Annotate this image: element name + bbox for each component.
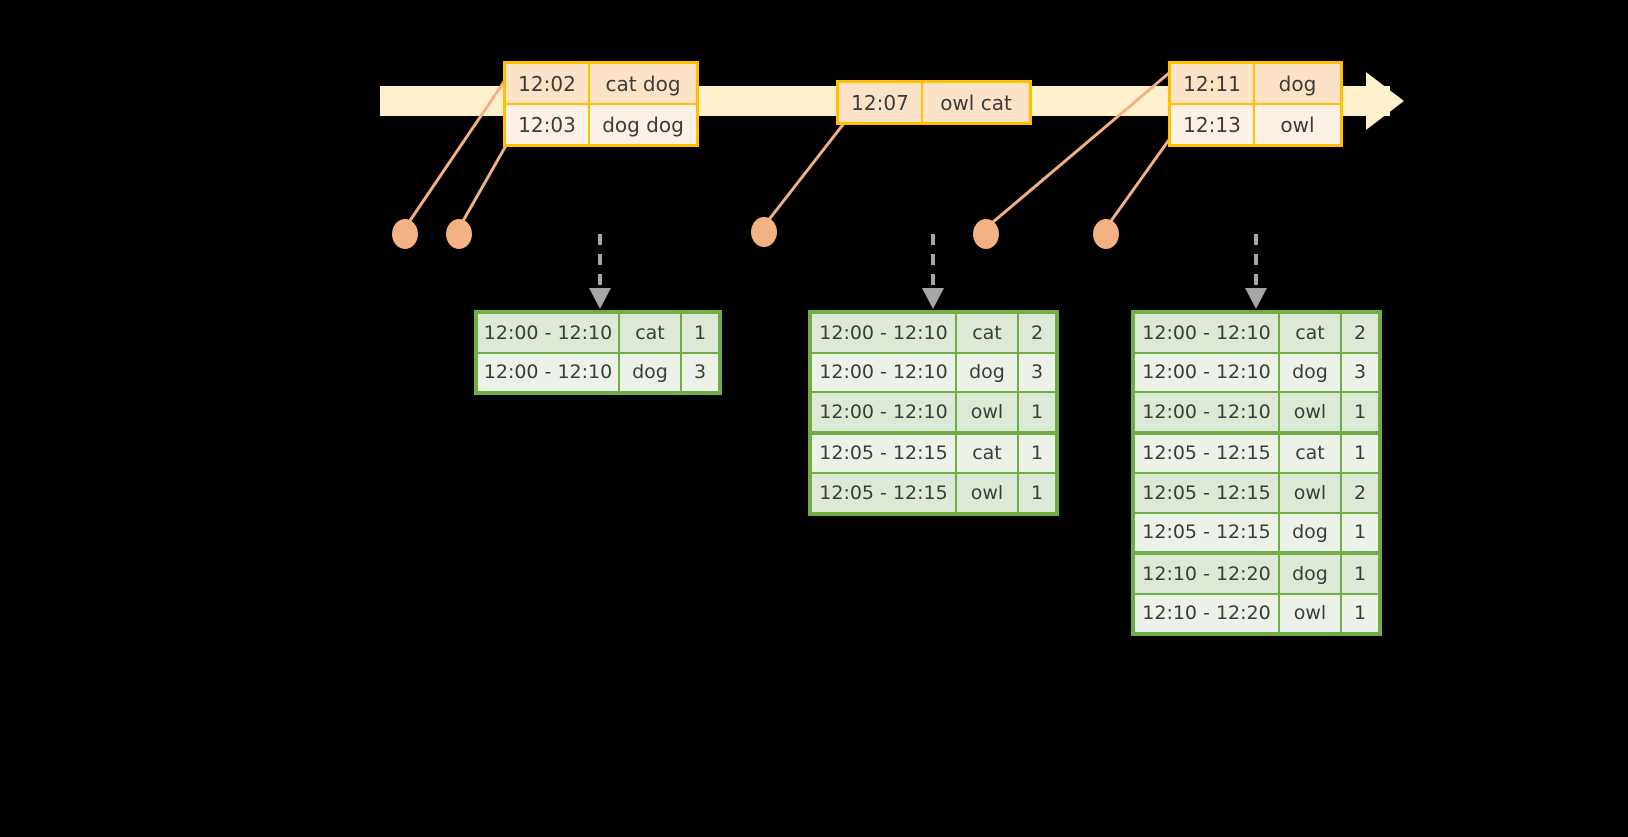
key-cell: cat (957, 314, 1019, 352)
key-cell: dog (1280, 353, 1342, 391)
event-words: dog dog (590, 105, 696, 144)
count-cell: 1 (1019, 393, 1055, 431)
key-cell: dog (1280, 513, 1342, 551)
connector-line-12-13 (1104, 129, 1178, 229)
key-cell: cat (620, 314, 682, 352)
count-cell: 1 (1342, 594, 1378, 632)
window-cell: 12:10 - 12:20 (1135, 594, 1280, 632)
event-box-3[interactable]: 12:11 dog 12:13 owl (1168, 61, 1343, 147)
event-time: 12:11 (1171, 64, 1255, 103)
count-cell: 3 (1019, 353, 1055, 391)
count-cell: 1 (1342, 555, 1378, 593)
flow-arrow-head-1 (589, 288, 611, 309)
key-cell: dog (620, 353, 682, 391)
dot-event-12-03 (446, 219, 472, 249)
key-cell: cat (957, 434, 1019, 472)
event-row: 12:11 dog (1171, 64, 1340, 103)
count-cell: 2 (1342, 314, 1378, 352)
event-words: owl (1255, 105, 1340, 144)
key-cell: cat (1280, 314, 1342, 352)
event-time: 12:07 (839, 83, 923, 122)
window-cell: 12:05 - 12:15 (1135, 434, 1280, 472)
key-cell: owl (1280, 393, 1342, 431)
key-cell: owl (1280, 594, 1342, 632)
timeline-arrow-head (1366, 72, 1404, 130)
key-cell: dog (957, 353, 1019, 391)
count-cell: 2 (1019, 314, 1055, 352)
dot-event-12-07 (751, 217, 777, 247)
connector-line-12-03 (457, 134, 514, 229)
key-cell: owl (1280, 474, 1342, 512)
flow-arrow-head-3 (1245, 288, 1267, 309)
key-cell: owl (957, 474, 1019, 512)
event-words: owl cat (923, 83, 1029, 122)
count-cell: 2 (1342, 474, 1378, 512)
dot-event-12-02 (392, 219, 418, 249)
dot-event-12-11 (973, 219, 999, 249)
count-cell: 3 (682, 353, 718, 391)
event-row: 12:03 dog dog (506, 103, 696, 144)
key-cell: cat (1280, 434, 1342, 472)
flow-arrow-head-2 (922, 288, 944, 309)
window-cell: 12:00 - 12:10 (812, 393, 957, 431)
window-cell: 12:00 - 12:10 (812, 314, 957, 352)
event-time: 12:13 (1171, 105, 1255, 144)
window-cell: 12:00 - 12:10 (1135, 314, 1280, 352)
count-cell: 1 (1342, 434, 1378, 472)
window-cell: 12:10 - 12:20 (1135, 555, 1280, 593)
window-cell: 12:00 - 12:10 (478, 353, 620, 391)
window-cell: 12:00 - 12:10 (478, 314, 620, 352)
event-box-1[interactable]: 12:02 cat dog 12:03 dog dog (503, 61, 699, 147)
key-cell: dog (1280, 555, 1342, 593)
dot-event-12-13 (1093, 219, 1119, 249)
window-cell: 12:05 - 12:15 (1135, 513, 1280, 551)
count-cell: 1 (682, 314, 718, 352)
connector-line-12-07 (762, 121, 847, 227)
window-cell: 12:00 - 12:10 (1135, 393, 1280, 431)
window-cell: 12:05 - 12:15 (812, 474, 957, 512)
event-words: dog (1255, 64, 1340, 103)
event-row: 12:02 cat dog (506, 64, 696, 103)
event-time: 12:03 (506, 105, 590, 144)
window-cell: 12:00 - 12:10 (812, 353, 957, 391)
count-cell: 1 (1342, 393, 1378, 431)
count-cell: 1 (1342, 513, 1378, 551)
event-time: 12:02 (506, 64, 590, 103)
count-cell: 1 (1019, 474, 1055, 512)
count-cell: 1 (1019, 434, 1055, 472)
event-words: cat dog (590, 64, 696, 103)
count-cell: 3 (1342, 353, 1378, 391)
event-row: 12:07 owl cat (839, 83, 1029, 122)
window-cell: 12:05 - 12:15 (812, 434, 957, 472)
window-cell: 12:05 - 12:15 (1135, 474, 1280, 512)
event-box-2[interactable]: 12:07 owl cat (836, 80, 1032, 125)
event-row: 12:13 owl (1171, 103, 1340, 144)
window-cell: 12:00 - 12:10 (1135, 353, 1280, 391)
key-cell: owl (957, 393, 1019, 431)
